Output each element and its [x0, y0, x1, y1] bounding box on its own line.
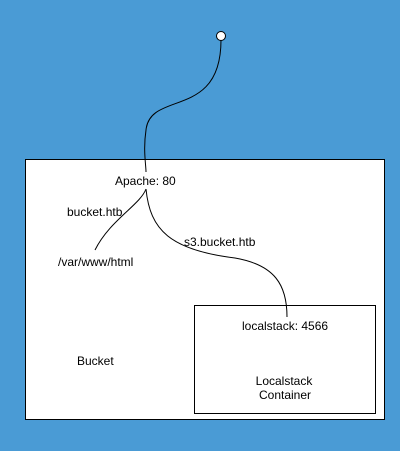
container-name-line1: Localstack	[255, 374, 313, 388]
apache-to-localstack-curve	[145, 188, 288, 318]
external-link-curve	[144, 39, 222, 173]
host-name-label: Bucket	[77, 354, 114, 368]
localstack-container-box	[194, 305, 376, 414]
localstack-port-label: localstack: 4566	[242, 319, 329, 333]
container-name-line2: Container	[258, 388, 312, 402]
bucket-vhost-label: bucket.htb	[67, 205, 123, 219]
s3-vhost-label: s3.bucket.htb	[184, 235, 256, 249]
apache-to-webroot-curve	[94, 188, 147, 251]
entry-point-node	[216, 31, 226, 41]
webroot-label: /var/www/html	[58, 255, 134, 269]
apache-port-label: Apache: 80	[115, 174, 176, 188]
